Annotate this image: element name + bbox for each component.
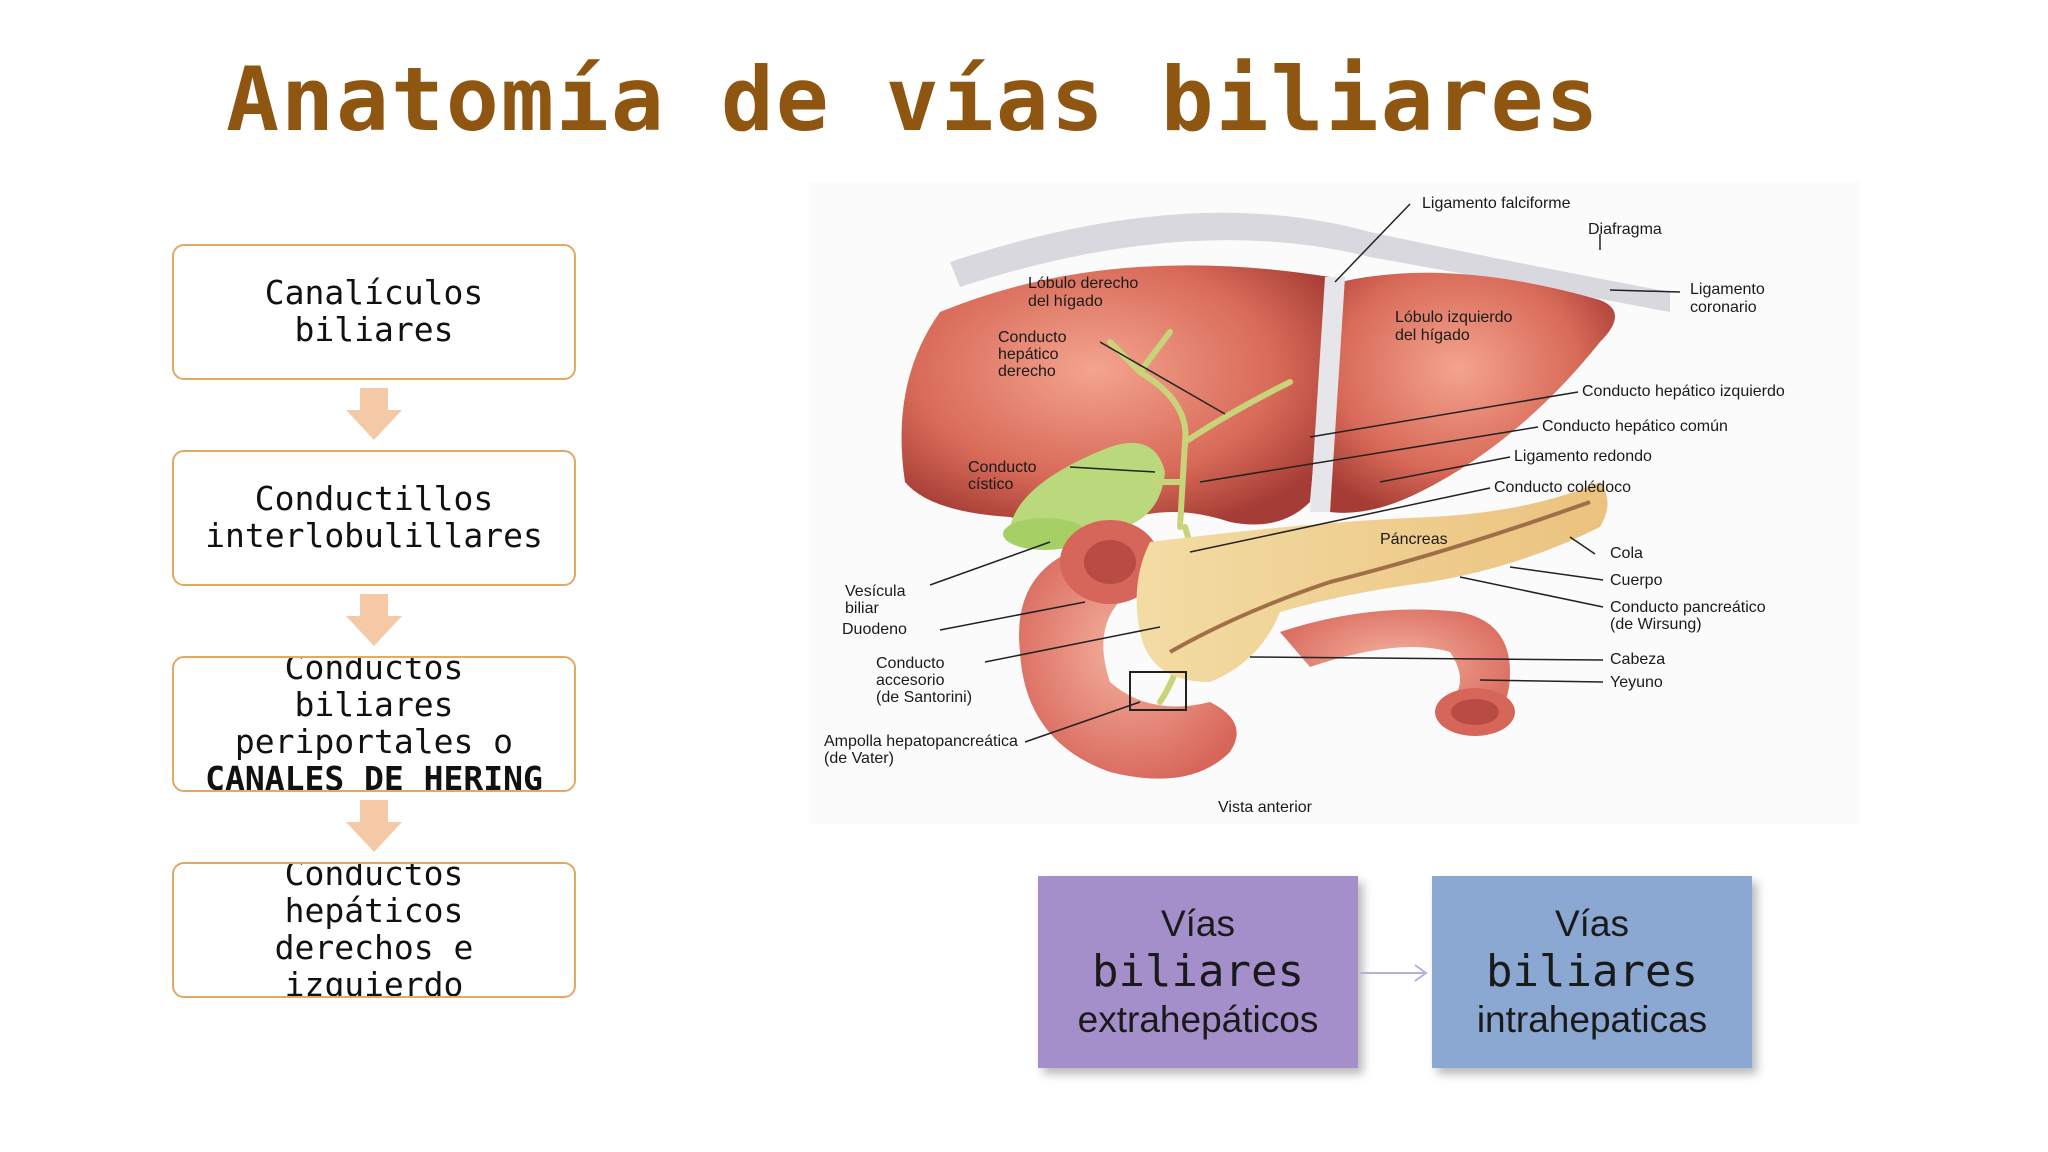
falciform-ligament [1310,277,1345,512]
flow-box-hering: Conductos biliares periportales o CANALE… [172,656,576,792]
label-conducto-coledoco: Conducto colédoco [1494,479,1631,496]
down-arrow-icon [346,388,402,440]
label-ligamento-coronario-2: coronario [1690,299,1757,316]
down-arrow-icon [346,800,402,852]
flow-box-conductillos: Conductillos interlobulillares [172,450,576,586]
flow-box-text: Conductos hepáticos derechos e izquierdo [274,862,474,998]
flow-box-text: Canalículos biliares [264,273,484,349]
label-ligamento-falciforme: Ligamento falciforme [1422,195,1571,212]
label-santorini-3: (de Santorini) [876,689,972,706]
label-santorini: Conducto [876,655,945,672]
pylorus-lumen [1084,540,1136,584]
label-ligamento-coronario: Ligamento [1690,281,1765,298]
label-duodeno: Duodeno [842,621,907,638]
leader-lines [929,203,1681,743]
label-ampolla-2: (de Vater) [824,750,894,767]
flow-box-text: Conductos biliares periportales o [234,656,514,761]
flow-box-bold-text: CANALES DE HERING [205,758,543,792]
label-conducto-hepatico-derecho: Conducto [998,329,1067,346]
label-vista-anterior: Vista anterior [1218,799,1313,816]
label-cabeza: Cabeza [1610,651,1665,668]
label-conducto-hepatico-derecho-2: hepático [998,346,1059,363]
vias-extrahepaticas-box: Vías biliares extrahepáticos [1038,876,1358,1068]
label-pancreas: Páncreas [1380,531,1448,548]
label-wirsung-2: (de Wirsung) [1610,616,1702,633]
label-lobulo-izquierdo: Lóbulo izquierdo [1395,309,1513,326]
liver-right-lobe [901,265,1330,526]
label-conducto-hepatico-derecho-3: derecho [998,363,1056,380]
label-diafragma: Diafragma [1588,221,1662,238]
label-cuerpo: Cuerpo [1610,572,1663,589]
flow-box-text: Conductillos interlobulillares [205,479,543,555]
label-lobulo-derecho: Lóbulo derecho [1028,275,1138,292]
label-cola: Cola [1610,545,1643,562]
anatomy-illustration: Ligamento falciforme Diafragma Ligamento… [824,195,1785,816]
vias-extra-line2: biliares [1092,946,1304,998]
vias-intrahepaticas-box: Vías biliares intrahepaticas [1432,876,1752,1068]
label-yeyuno: Yeyuno [1610,674,1663,691]
label-lobulo-derecho-2: del hígado [1028,293,1103,310]
label-vesicula-2: biliar [845,600,879,617]
connector-arrow-icon [1360,964,1428,982]
pancreas [1136,482,1608,682]
ampulla-marker [1129,671,1187,711]
label-conducto-cistico: Conducto [968,459,1037,476]
duodenum [1019,542,1237,779]
vias-intra-line1: Vías [1554,903,1630,945]
biliary-anatomy-figure: Ligamento falciforme Diafragma Ligamento… [810,182,1860,824]
gallbladder-fundus [1003,518,1087,550]
label-conducto-hepatico-izquierdo: Conducto hepático izquierdo [1582,383,1785,400]
label-lobulo-izquierdo-2: del hígado [1395,327,1470,344]
vias-extra-line3: extrahepáticos [1077,998,1319,1040]
label-ampolla: Ampolla hepatopancreática [824,733,1018,750]
label-ligamento-redondo: Ligamento redondo [1514,448,1652,465]
vias-extra-line1: Vías [1160,903,1236,945]
label-wirsung: Conducto pancreático [1610,599,1766,616]
gallbladder [1010,442,1165,536]
vias-intra-line3: intrahepaticas [1476,998,1708,1040]
vias-intra-line2: biliares [1486,946,1698,998]
label-conducto-cistico-2: cístico [968,476,1013,493]
flow-box-hepaticos: Conductos hepáticos derechos e izquierdo [172,862,576,998]
label-conducto-hepatico-comun: Conducto hepático común [1542,418,1728,435]
slide-title: Anatomía de vías biliares [226,48,1601,151]
flow-box-canaliculos: Canalículos biliares [172,244,576,380]
down-arrow-icon [346,594,402,646]
diaphragm [950,212,1670,312]
jejunum-lumen [1451,699,1499,725]
pancreatic-duct [1169,500,1591,654]
liver-left-lobe [1330,272,1615,513]
label-vesicula: Vesícula [845,583,906,600]
label-santorini-2: accesorio [876,672,945,689]
